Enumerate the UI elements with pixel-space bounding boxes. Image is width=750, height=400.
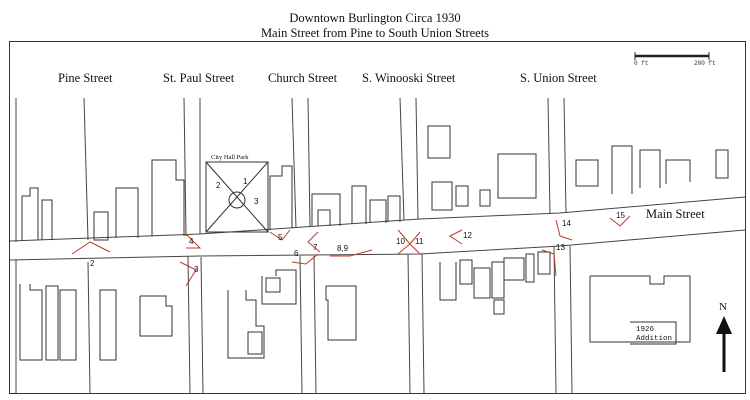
svg-text:1: 1: [243, 177, 248, 186]
viewpoint-markers: [71, 215, 631, 287]
city-hall-park: 1 2 3: [205, 161, 269, 233]
addition-label: 1926 Addition: [636, 326, 672, 344]
svg-text:15: 15: [616, 211, 625, 220]
addition-text: Addition: [636, 335, 673, 343]
street-label-s-union: S. Union Street: [520, 71, 597, 85]
buildings-south: [19, 251, 691, 361]
north-arrow: [716, 316, 732, 372]
svg-text:8,9: 8,9: [337, 244, 349, 253]
svg-text:2: 2: [216, 181, 221, 190]
svg-text:3: 3: [194, 265, 199, 274]
map-subtitle: Main Street from Pine to South Union Str…: [260, 26, 490, 40]
scale-start-label: 0 ft: [634, 60, 649, 67]
svg-text:10: 10: [396, 237, 405, 246]
map-title: Downtown Burlington Circa 1930: [289, 11, 461, 25]
park-label: City Hall Park: [211, 154, 249, 161]
viewpoint-labels: 2 3 4 5 6 7 8,9 10 11 12 13 14 15: [90, 211, 625, 274]
addition-year: 1926: [636, 326, 655, 334]
svg-text:14: 14: [562, 219, 571, 228]
svg-text:13: 13: [556, 243, 565, 252]
street-label-main: Main Street: [646, 207, 705, 221]
street-label-s-winooski: S. Winooski Street: [362, 71, 456, 85]
svg-text:7: 7: [313, 243, 318, 252]
svg-text:3: 3: [254, 197, 259, 206]
scale-end-label: 200 ft: [694, 60, 716, 67]
svg-text:12: 12: [463, 231, 472, 240]
street-label-st-paul: St. Paul Street: [163, 71, 235, 85]
cross-street-roads: [15, 97, 573, 394]
main-street-road: [9, 196, 746, 261]
street-label-pine: Pine Street: [58, 71, 113, 85]
north-label: N: [719, 301, 727, 313]
svg-text:4: 4: [189, 237, 194, 246]
scale-bar: [634, 52, 710, 60]
street-label-church: Church Street: [268, 71, 338, 85]
map-frame: [9, 41, 746, 394]
buildings-north: [21, 125, 729, 241]
svg-text:5: 5: [278, 233, 283, 242]
svg-text:2: 2: [90, 259, 95, 268]
svg-text:11: 11: [415, 237, 424, 246]
svg-text:6: 6: [294, 249, 299, 258]
